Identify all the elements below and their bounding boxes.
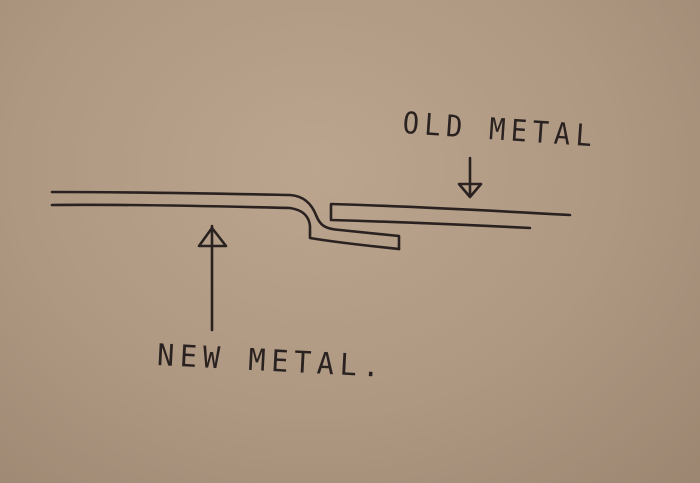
new-metal-arrow [197,224,228,332]
old-metal-sheet [329,202,572,230]
old-metal-arrow [457,156,483,199]
new-metal-sheet [50,190,401,251]
